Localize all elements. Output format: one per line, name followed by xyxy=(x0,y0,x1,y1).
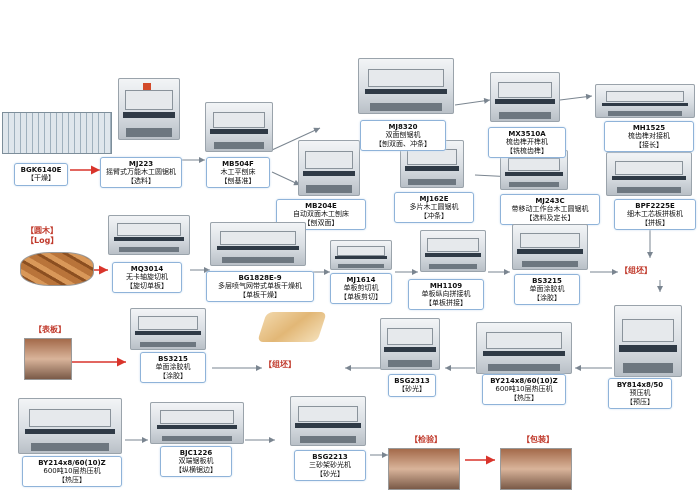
rotary-lathe-image xyxy=(108,215,190,255)
finishing-line-arrows xyxy=(125,437,495,465)
glue-spreader-image-1 xyxy=(512,224,588,270)
label-bsg2313: BSG2313【砂光】 xyxy=(388,374,436,397)
face-veneer-stack-image xyxy=(24,338,72,380)
hot-press-image-1 xyxy=(476,322,572,374)
stage-tag-assembly-2: 【组坯】 xyxy=(264,360,296,369)
stage-tag-packing: 【包装】 xyxy=(522,435,554,444)
double-side-planer-saw-image xyxy=(358,58,454,114)
stage-tag-assembly-1: 【组坯】 xyxy=(620,266,652,275)
radial-arm-saw-image xyxy=(118,78,180,140)
inspection-photo xyxy=(388,448,460,490)
log-pile-image xyxy=(20,252,94,286)
hot-press-image-2 xyxy=(18,398,122,454)
upper-line-arrows xyxy=(70,93,643,186)
stage-tag-face-veneer: 【表板】 xyxy=(34,325,66,334)
packing-photo xyxy=(500,448,572,490)
double-end-trim-saw-image xyxy=(150,402,244,444)
stage-tag-log: 【圆木】 【Log】 xyxy=(26,226,59,245)
finger-joint-shaper-image xyxy=(490,72,560,122)
surface-planer-image xyxy=(205,102,273,152)
pre-press-image xyxy=(614,305,682,377)
finger-joint-assembler-image xyxy=(595,84,695,118)
veneer-dryer-image xyxy=(210,222,306,266)
pressing-line-arrows xyxy=(72,357,612,371)
double-side-planer-image xyxy=(298,140,360,196)
stage-tag-inspection: 【检验】 xyxy=(410,435,442,444)
glue-spreader-image-2 xyxy=(130,308,206,350)
veneer-splicer-image xyxy=(420,230,486,272)
label-bgk6140e: BGK6140E【干燥】 xyxy=(14,163,68,186)
kiln-greenhouse-image xyxy=(2,112,112,154)
core-board-splicer-image xyxy=(606,152,692,196)
veneer-clipper-image xyxy=(330,240,392,270)
sander-image-1 xyxy=(380,318,440,370)
three-head-sander-image xyxy=(290,396,366,446)
veneer-sheets-image xyxy=(257,312,327,342)
